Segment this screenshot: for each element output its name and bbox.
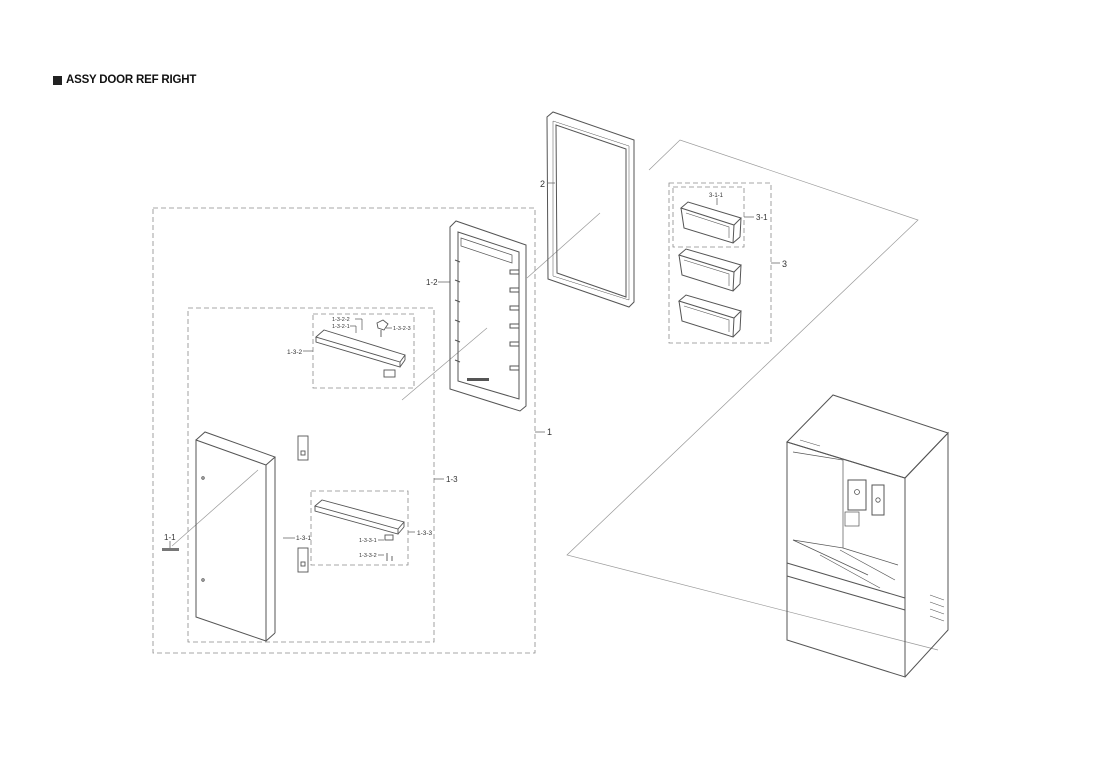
title-text: ASSY DOOR REF RIGHT [66, 74, 197, 86]
upper-cap [297, 435, 309, 461]
gasket-inner [555, 124, 627, 298]
label-3-1: 3-1 [756, 213, 768, 222]
leader-lines [169, 182, 780, 556]
floor-plane-outline [566, 139, 939, 651]
label-2: 2 [540, 179, 545, 189]
liner-logo [467, 378, 489, 381]
label-1-3: 1-3 [446, 475, 458, 484]
gasket-outer [546, 111, 635, 308]
part-door-panel [162, 431, 276, 642]
panel-side [195, 431, 276, 466]
label-1-3-1: 1-3-1 [296, 535, 312, 542]
panel-front [195, 439, 267, 642]
liner-outer [449, 220, 527, 412]
part-door-liner [449, 220, 527, 412]
cabinet-right-side [904, 431, 949, 678]
label-3: 3 [782, 259, 787, 269]
label-1: 1 [547, 427, 552, 437]
part-lower-door-cap [314, 499, 405, 561]
label-1-3-2-3: 1-3-2-3 [393, 326, 411, 332]
refrigerator-cabinet [786, 394, 949, 678]
group-boxes [152, 182, 772, 654]
label-1-1: 1-1 [164, 533, 176, 542]
cabinet-front-frame [786, 441, 906, 678]
small-clip [383, 369, 396, 378]
guide-lines [171, 139, 939, 651]
page-title: ASSY DOOR REF RIGHT [53, 72, 196, 88]
group-box-3 [668, 182, 772, 344]
lower-cap [297, 547, 309, 573]
label-1-3-3: 1-3-3 [417, 530, 433, 537]
label-3-1-1: 3-1-1 [709, 193, 724, 199]
part-gasket [546, 111, 635, 308]
door-bin-1 [679, 201, 742, 244]
label-1-3-3-1: 1-3-3-1 [359, 538, 377, 544]
group-box-1-3 [187, 307, 435, 643]
drawer-divider [786, 562, 906, 599]
group-box-1-3-3 [310, 490, 409, 566]
door-bin-3 [677, 294, 742, 338]
group-box-1 [152, 207, 536, 654]
part-upper-door-cap [315, 319, 406, 378]
title-bullet-square [53, 75, 62, 85]
guide-frame-to-gasket [526, 212, 601, 279]
label-1-2: 1-2 [426, 278, 438, 287]
interior-back [792, 451, 844, 549]
label-1-3-3-2: 1-3-3-2 [359, 553, 377, 559]
ice-maker [847, 479, 867, 511]
part-hinge-caps [297, 435, 309, 573]
cabinet-top [786, 394, 949, 479]
door-bin-2 [677, 248, 742, 292]
label-1-3-2-1: 1-3-2-1 [332, 324, 350, 330]
label-1-3-2: 1-3-2 [287, 349, 303, 356]
guide-door-to-shelves [401, 327, 488, 401]
panel-screw-set [162, 548, 179, 551]
label-1-3-2-2: 1-3-2-2 [332, 317, 350, 323]
liner-inner [457, 231, 520, 400]
hinge-bracket [376, 319, 389, 331]
callout-labels: 2 1-2 1 1-3 1-3-2 1-3-2-2 1-3-2-1 1-3-2-… [164, 179, 787, 559]
guide-panel [171, 469, 259, 547]
part-door-bins [677, 201, 742, 338]
